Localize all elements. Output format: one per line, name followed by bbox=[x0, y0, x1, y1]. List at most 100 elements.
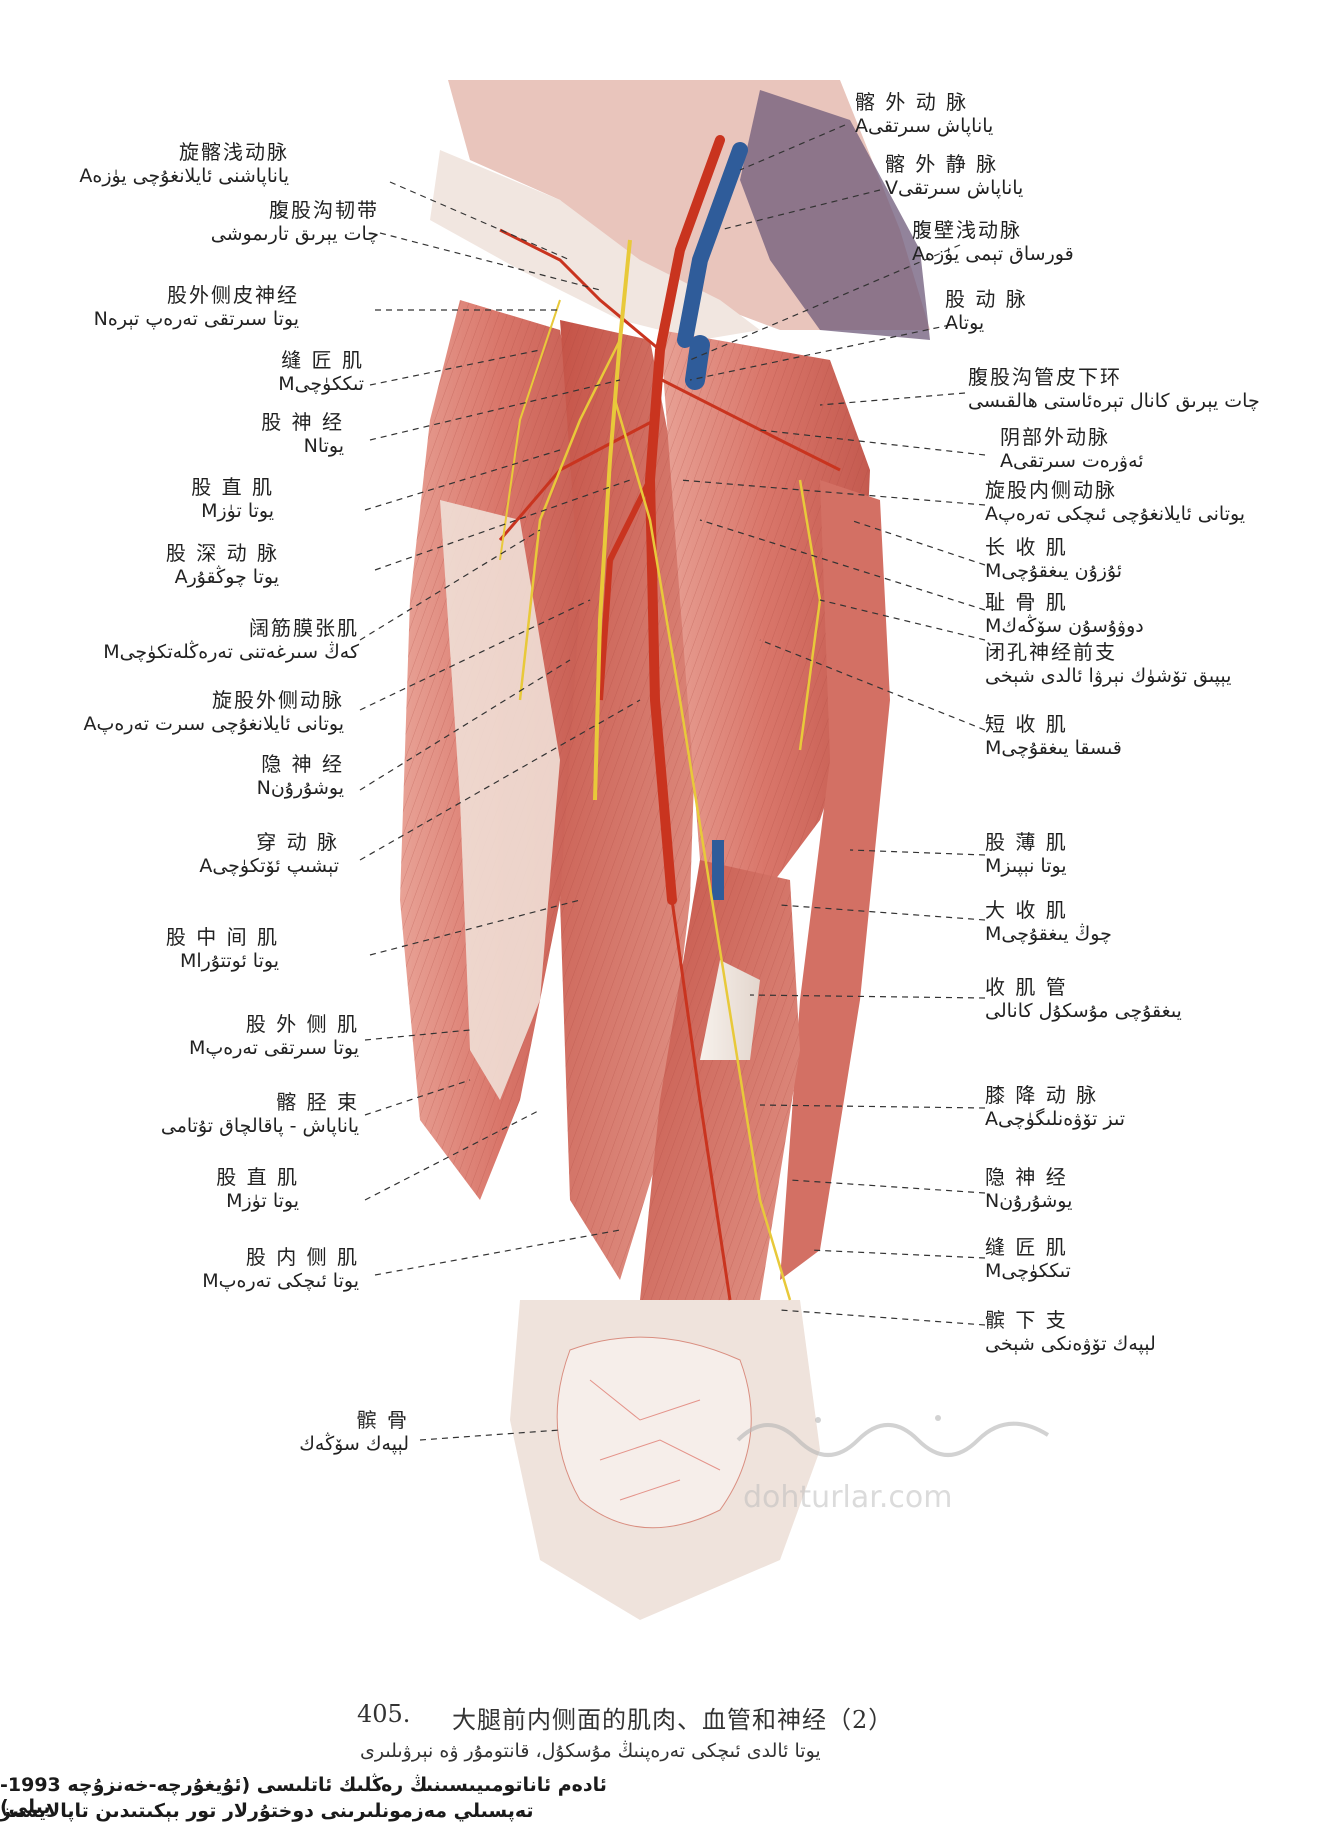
label-ug: لېپەك سۆڭەك bbox=[299, 1433, 409, 1455]
label-zh: 隐 神 经 bbox=[985, 1165, 1068, 1189]
label-ug: تىز تۆۋەنلىگۈچىA bbox=[985, 1108, 1125, 1130]
label-zh: 股 深 动 脉 bbox=[165, 541, 279, 565]
label-zh: 缝 匠 肌 bbox=[985, 1235, 1068, 1259]
label-ug: يوتاN bbox=[303, 435, 344, 457]
label-ug: ياناپاش سىرتقىA bbox=[855, 115, 994, 137]
label-zh: 闭孔神经前支 bbox=[985, 640, 1117, 664]
label-ug: چات يېرىق تارىموشى bbox=[210, 223, 379, 245]
figure-number: 405. bbox=[357, 1700, 411, 1728]
label-zh: 股 直 肌 bbox=[191, 475, 274, 499]
label-ug: يوتا چوڭقۇرA bbox=[174, 566, 279, 588]
label-zh: 股 内 侧 肌 bbox=[245, 1245, 359, 1269]
label-ug: لېپەك تۆۋەنكى شېخى bbox=[985, 1333, 1156, 1355]
label-zh: 髌 下 支 bbox=[985, 1308, 1068, 1332]
label-zh: 髌 骨 bbox=[356, 1408, 409, 1432]
label-ug: ياناپاش سىرتقىV bbox=[885, 177, 1024, 199]
label-zh: 股 动 脉 bbox=[945, 287, 1028, 311]
label-ug: ياناپاشنى ئايلانغۇچى يۈزەA bbox=[79, 165, 289, 187]
label-ug: يوتا سىرتقى تەرەپ تېرەN bbox=[93, 308, 299, 330]
label-zh: 隐 神 经 bbox=[261, 752, 344, 776]
label-zh: 收 肌 管 bbox=[985, 975, 1068, 999]
label-ug: ئۇزۇن يىغقۇچىM bbox=[985, 560, 1123, 582]
label-ug: يوتا تۈزM bbox=[201, 500, 274, 522]
label-zh: 长 收 肌 bbox=[985, 535, 1068, 559]
label-ug: يوتا ئىچكى تەرەپM bbox=[202, 1270, 359, 1292]
label-ug: چات يېرىق كانال تېرەئاستى ھالقىسى bbox=[968, 390, 1260, 412]
label-ug: يوتا سىرتقى تەرەپM bbox=[188, 1037, 359, 1059]
label-ug: يوتا ئوتتۇراM bbox=[179, 950, 279, 972]
label-zh: 股 直 肌 bbox=[216, 1165, 299, 1189]
label-zh: 短 收 肌 bbox=[985, 712, 1068, 736]
label-zh: 腹股沟韧带 bbox=[269, 198, 379, 222]
label-zh: 旋股内侧动脉 bbox=[985, 478, 1117, 502]
label-zh: 腹股沟管皮下环 bbox=[968, 365, 1122, 389]
label-ug: يوتانى ئايلانغۇچى سىرت تەرەپA bbox=[83, 713, 345, 735]
leader-lines-left bbox=[359, 181, 641, 1441]
figure-title-ug: يوتا ئالدى ئىچكى تەرەپنىڭ مۇسكۇل، قانتوم… bbox=[360, 1740, 821, 1762]
label-zh: 股 神 经 bbox=[261, 410, 344, 434]
label-zh: 阴部外动脉 bbox=[1000, 425, 1110, 449]
label-ug: يوشۇرۇنN bbox=[256, 777, 344, 799]
label-ug: تېشىپ ئۆتكۈچىA bbox=[199, 855, 339, 877]
label-zh: 耻 骨 肌 bbox=[985, 590, 1068, 614]
label-ug: تىككۈچىM bbox=[278, 373, 364, 395]
label-ug: يوتانى ئايلانغۇچى ئىچكى تەرەپA bbox=[985, 503, 1246, 525]
label-zh: 旋股外侧动脉 bbox=[212, 688, 344, 712]
source-line-2: تەپسىلي مەزمونلىرىنى دوختۇرلار تور بېكىت… bbox=[0, 1800, 534, 1822]
label-zh: 腹壁浅动脉 bbox=[912, 218, 1022, 242]
medial-muscles bbox=[640, 330, 890, 1380]
label-ug: دوۋۇسۇن سۆڭەكM bbox=[985, 615, 1144, 637]
label-zh: 阔筋膜张肌 bbox=[249, 616, 359, 640]
label-zh: 股 中 间 肌 bbox=[165, 925, 279, 949]
label-ug: كەڭ سىرغەتنى تەرەڭلەتكۈچىM bbox=[103, 641, 359, 663]
label-zh: 股 外 侧 肌 bbox=[245, 1012, 359, 1036]
label-ug: تىككۈچىM bbox=[985, 1260, 1071, 1282]
label-zh: 髂 胫 束 bbox=[276, 1090, 359, 1114]
label-zh: 旋髂浅动脉 bbox=[179, 140, 289, 164]
label-ug: ياناپاش - پاقالچاق تۇتامى bbox=[160, 1115, 359, 1137]
label-ug: يوشۇرۇنN bbox=[985, 1190, 1073, 1212]
label-ug: قىسقا يىغقۇچىM bbox=[985, 737, 1122, 759]
knee-region bbox=[510, 1300, 820, 1620]
leader-lines-right bbox=[679, 124, 986, 1326]
label-zh: 股 薄 肌 bbox=[985, 830, 1068, 854]
label-zh: 穿 动 脉 bbox=[256, 830, 339, 854]
label-zh: 髂 外 静 脉 bbox=[885, 152, 999, 176]
label-ug: چوڭ يىغقۇچىM bbox=[985, 923, 1112, 945]
source-line-1: ئادەم ئاناتومىيىسىنىڭ رەڭلىك ئاتلىسى (ئۇ… bbox=[0, 1774, 607, 1818]
nerves bbox=[499, 239, 822, 1301]
label-ug: ئەۋرەت سىرتقىA bbox=[1000, 450, 1144, 472]
label-ug: يوتاA bbox=[945, 312, 985, 334]
